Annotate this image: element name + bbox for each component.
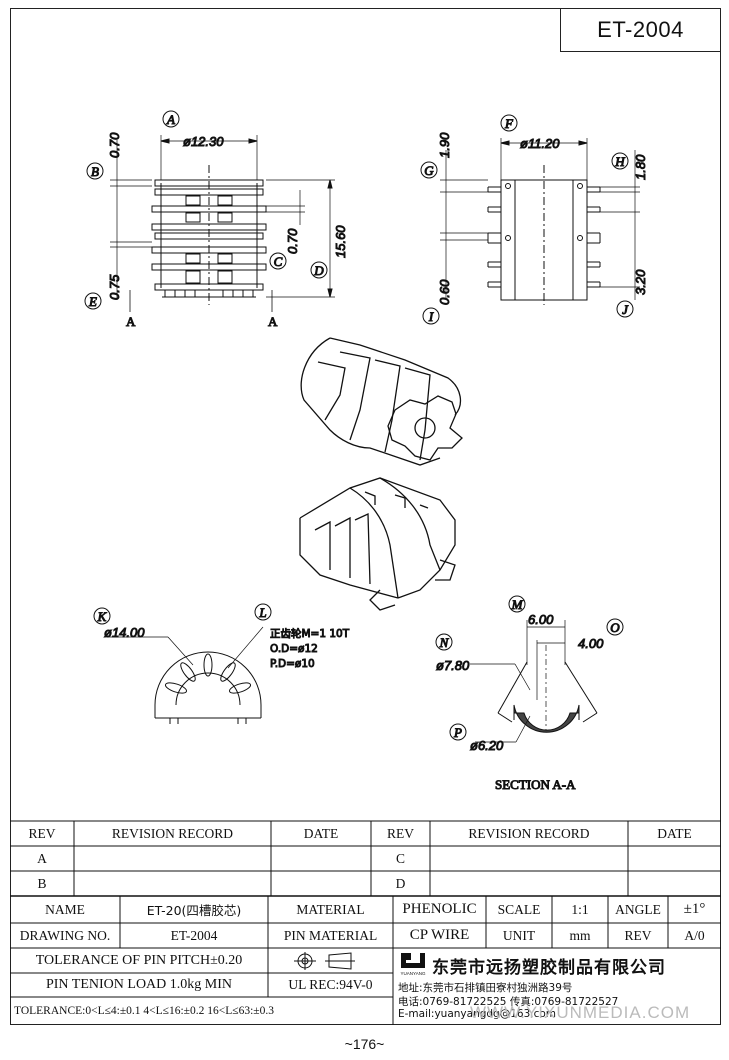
rev-row-c: C [395,850,405,866]
pin-load: PIN TENION LOAD 1.0kg MIN [45,977,232,992]
balloon-p: P [453,725,462,740]
name-value: ET-20(四槽胶芯) [146,903,242,918]
pin-material-value: CP WIRE [409,927,470,943]
dim-d-value: 15.60 [333,225,348,258]
section-label: SECTION A-A [495,777,576,792]
balloon-j: J [622,302,629,317]
scale-label: SCALE [497,901,541,917]
company-logo: YUANYANG [398,951,428,977]
page-number: ~176~ [344,1036,385,1052]
balloon-c: C [274,254,283,269]
balloon-b: B [91,164,99,179]
balloon-a: A [166,112,175,127]
company-name: 东莞市远扬塑胶制品有限公司 [432,958,666,978]
gear-note-2: O.D=ø12 [270,643,318,655]
rev-label: REV [624,927,652,943]
ul-rating: UL REC:94V-0 [288,977,373,992]
unit-label: UNIT [502,927,536,943]
rev-value: A/0 [684,927,705,943]
side-view [420,114,640,325]
section-mark-right: A [268,314,278,329]
yuanyang-logo-icon: YUANYANG [401,953,426,976]
name-label: NAME [45,901,85,917]
rev-row-d: D [395,875,406,891]
balloon-d: D [313,263,324,278]
dim-k-value: ø14.00 [104,625,145,640]
balloon-l: L [258,605,266,620]
rev-header-1: REV [28,825,56,841]
dim-b-value: 0.70 [107,132,122,158]
drawing-no-label: DRAWING NO. [19,927,111,943]
balloon-g: G [424,163,434,178]
dim-i-value: 0.60 [437,279,452,305]
third-angle-projection-icon [293,951,355,970]
drawing-no-value: ET-2004 [170,927,218,943]
dim-m-value: 6.00 [528,612,554,627]
date-header-2: DATE [657,825,692,841]
revision-record-header-2: REVISION RECORD [468,825,590,841]
balloon-k: K [97,609,108,624]
dim-g-value: 1.90 [437,132,452,158]
gear-view [93,603,272,724]
balloon-h: H [614,154,625,169]
angle-label: ANGLE [615,901,661,917]
dim-c-value: 0.70 [285,228,300,254]
logo-text: YUANYANG [401,971,426,976]
balloon-i: I [428,309,434,324]
gear-note-1: 正齿轮M=1 10T [270,627,350,640]
balloon-m: M [511,597,524,612]
front-view [84,110,335,312]
section-view [435,595,624,743]
dim-f-value: ø11.20 [520,136,560,151]
scale-value: 1:1 [571,901,589,917]
unit-value: mm [569,927,591,943]
rev-row-a: A [37,850,47,866]
isometric-view-top [300,337,463,466]
material-label: MATERIAL [296,901,365,917]
dim-h-value: 1.80 [633,154,648,180]
watermark: WWW.YIXUNMEDIA.COM [470,1003,691,1022]
rev-header-2: REV [387,825,414,841]
pin-pitch-tolerance: TOLERANCE OF PIN PITCH±0.20 [35,952,243,968]
dim-o-value: 4.00 [578,636,604,651]
material-value: PHENOLIC [402,901,477,917]
dim-j-value: 3.20 [633,269,648,295]
part-code-box: ET-2004 [560,8,721,52]
dim-p-value: ø6.20 [470,738,504,753]
gear-note-3: P.D=ø10 [270,658,315,670]
dim-n-value: ø7.80 [436,658,470,673]
company-phone-fax: 电话:0769-81722525 传真:0769-81722527 [398,996,619,1008]
rev-row-b: B [37,875,47,891]
isometric-view-bottom [299,477,456,611]
drawing-frame [10,8,721,1025]
revision-record-header-1: REVISION RECORD [111,825,234,841]
date-header-1: DATE [303,825,339,841]
projection-symbol [268,948,393,973]
dim-a-value: ø12.30 [183,134,224,149]
pin-material-label: PIN MATERIAL [283,927,378,943]
balloon-e: E [88,294,97,309]
company-address: 地址:东莞市石排镇田寮村独洲路39号 [398,982,573,994]
dim-e-value: 0.75 [107,274,122,300]
balloon-n: N [439,635,450,650]
balloon-o: O [610,620,620,635]
angle-value: ±1° [683,901,706,917]
table-grid [10,820,721,1025]
balloon-f: F [504,116,514,131]
section-mark-left: A [126,314,136,329]
general-tolerance: TOLERANCE:0<L≤4:±0.1 4<L≤16:±0.2 16<L≤63… [14,1005,274,1017]
company-email: E-mail:yuanyangdg@163.com [398,1008,557,1020]
